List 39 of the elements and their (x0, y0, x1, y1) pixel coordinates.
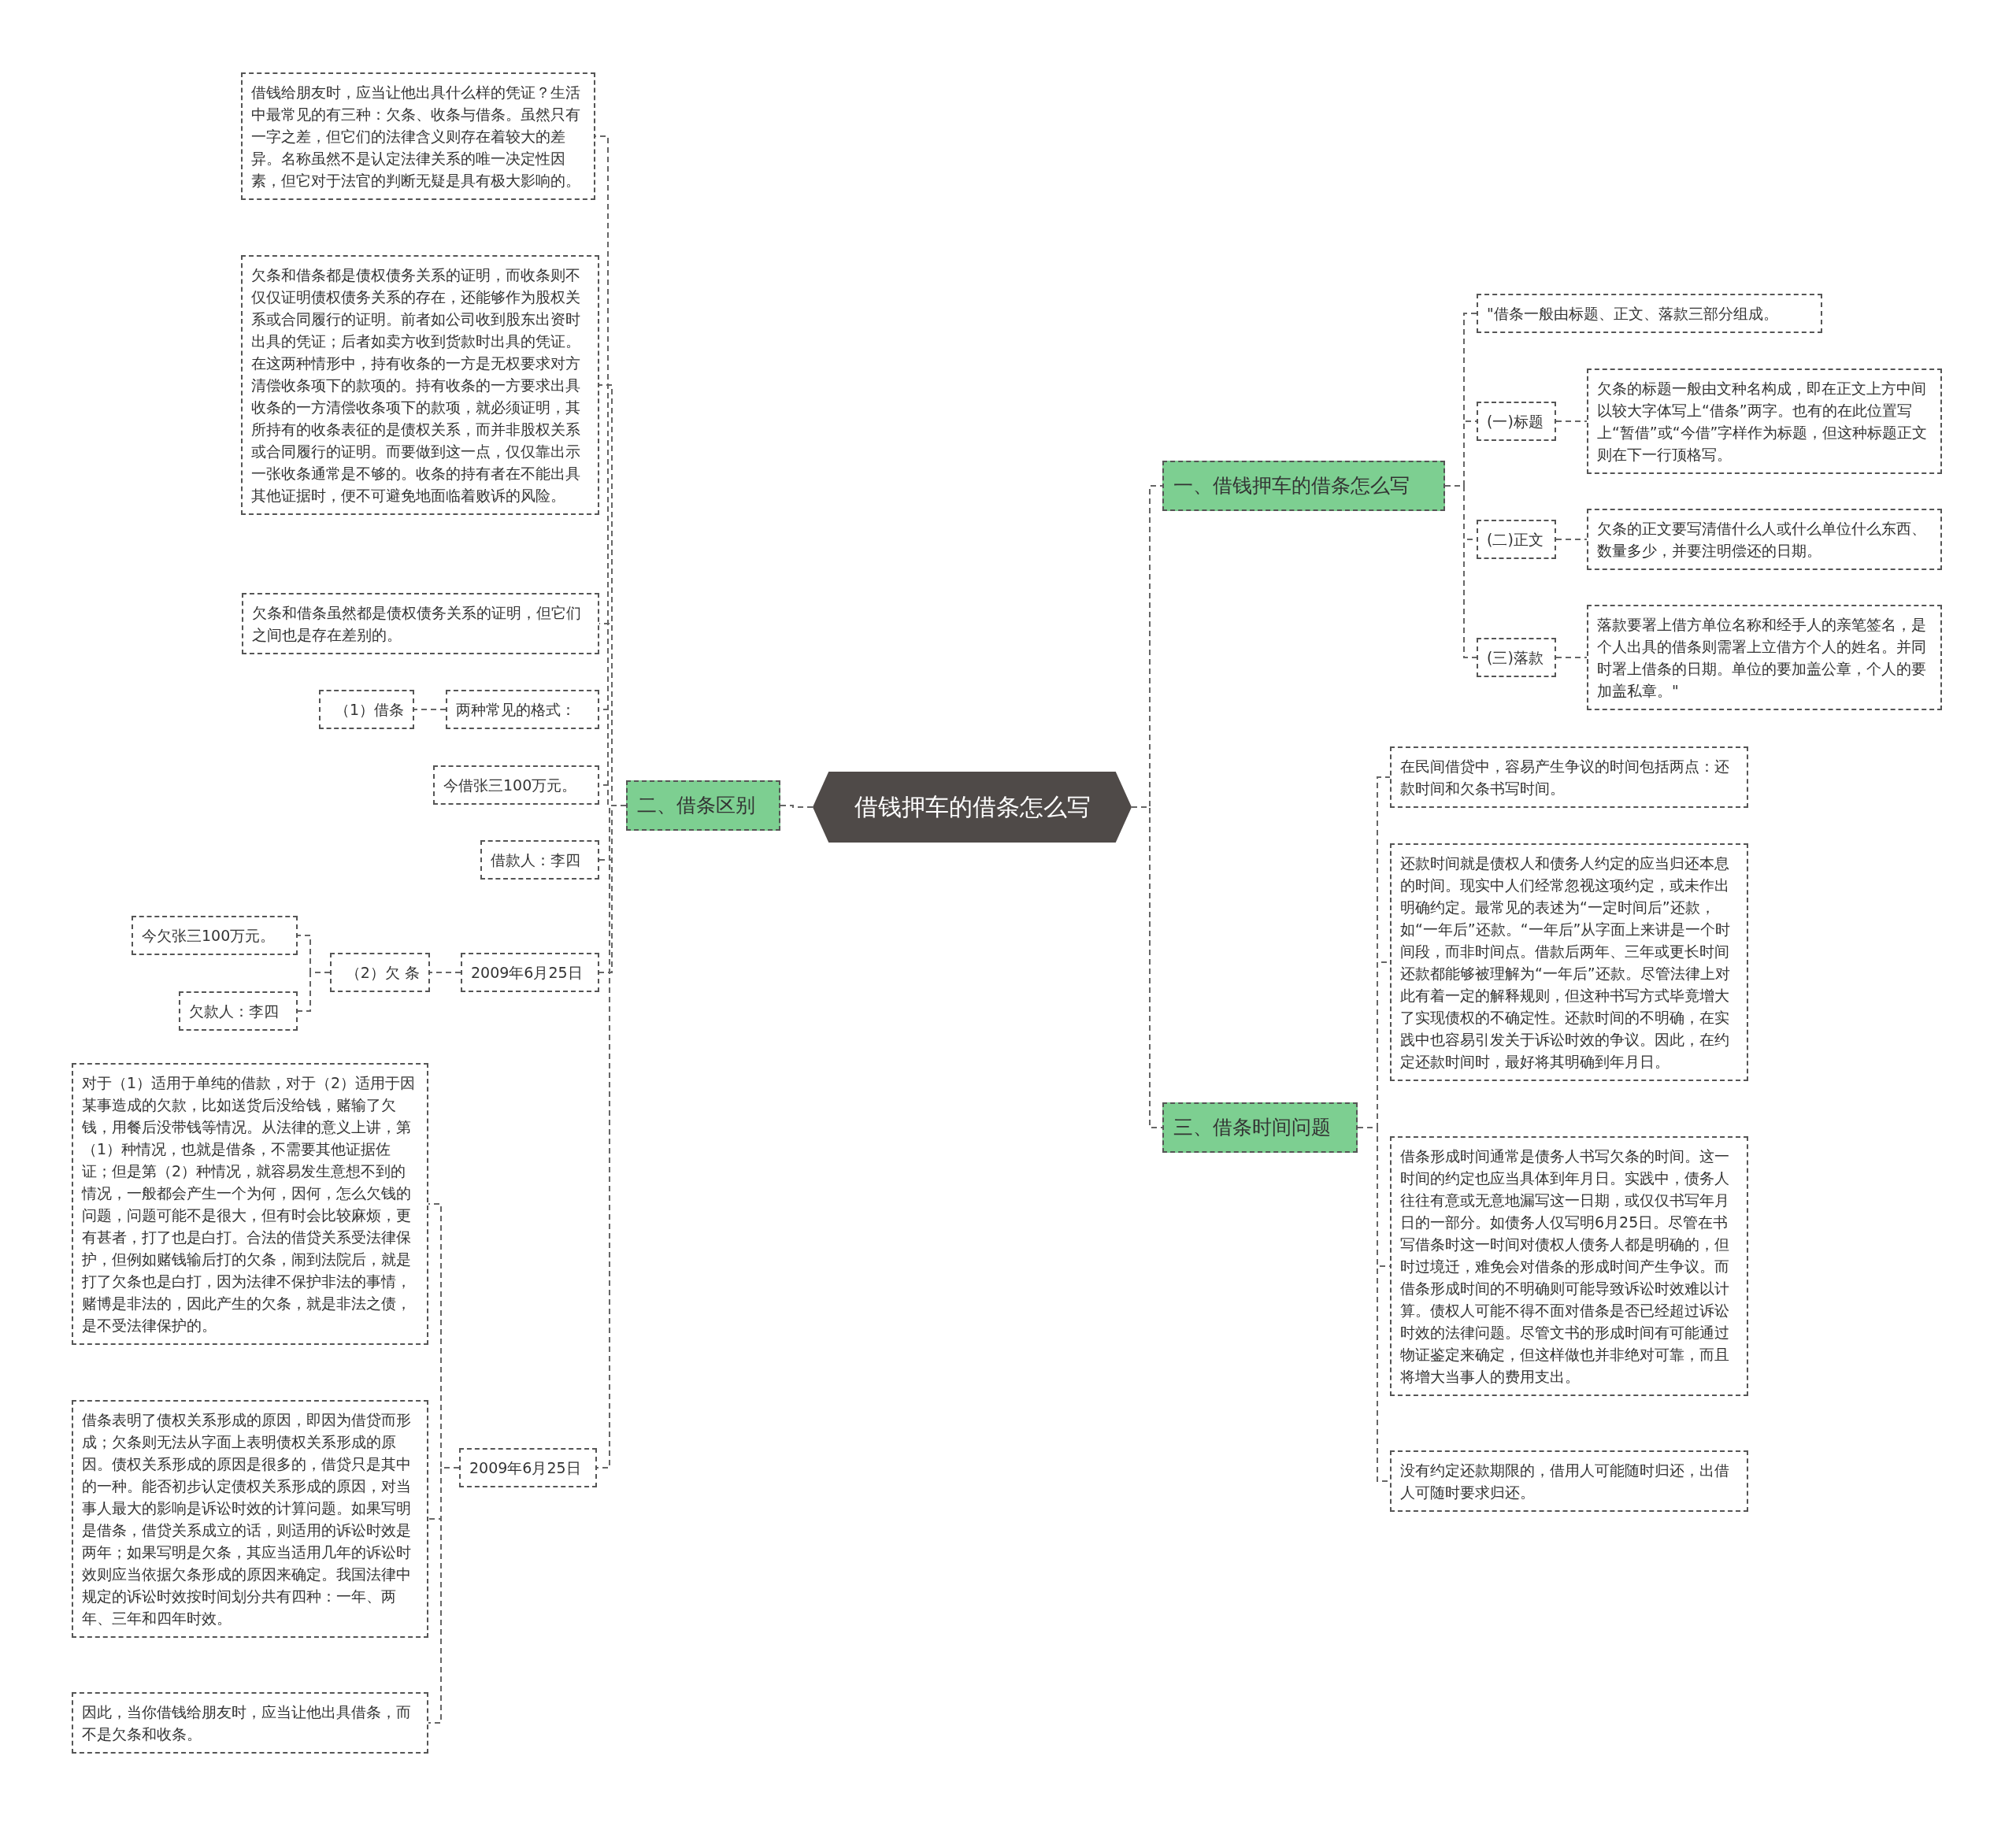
note-box: 欠款人：李四 (179, 991, 298, 1031)
note-box: 因此，当你借钱给朋友时，应当让他出具借条，而不是欠条和收条。 (72, 1692, 428, 1754)
note-box: (一)标题 (1477, 402, 1556, 441)
central-topic: 借钱押车的借条怎么写 (853, 792, 1091, 822)
note-box: "借条一般由标题、正文、落款三部分组成。 (1477, 294, 1822, 333)
connector (429, 972, 461, 973)
note-box: 借条表明了债权关系形成的原因，即因为借贷而形成；欠条则无法从字面上表明债权关系形成的原因。债权关系形成的原因是很多的，借贷只是其中的一种。能否初步认定债权关系形成的原因，对当事人最大的影响是诉讼时效的计算问题。如果写明是借条，借贷关系成立的话，则适用的诉讼时效是两年；如果写明是欠条，其应当适用几年的诉讼时效则应当依据欠条形成的原因来确定。我国法律中规定的诉讼时效按时间划分共有四种：一年、两年、三年和四年时效。 (72, 1400, 428, 1638)
connector (297, 972, 331, 1012)
note-box: 今欠张三100万元。 (132, 916, 298, 955)
note-box: 对于（1）适用于单纯的借款，对于（2）适用于因某事造成的欠款，比如送货后没给钱，赌输了欠钱，用餐后没带钱等情况。从法律的意义上讲，第（1）种情况，也就是借条，不需要其他证据佐证；但是第（2）种情况，就容易发生意想不到的情况，一般都会产生一个为何，因何，怎么欠钱的问题，问题可能不是很大，但有时会比较麻烦，更有甚者，打了也是白打。合法的借贷关系受法律保护，但例如赌钱输后打的欠条，闹到法院后，就是打了欠条也是白打，因为法律不保护非法的事情，赌博是非法的，因此产生的欠条，就是非法之债，是不受法律保护的。 (72, 1063, 428, 1345)
note-box: 借款人：李四 (480, 840, 599, 880)
note-box: （1）借条 (319, 690, 414, 729)
note-box: (二)正文 (1477, 520, 1556, 559)
note-box: 2009年6月25日 (459, 1448, 597, 1487)
note-box: （2）欠 条 (330, 953, 430, 992)
connector (1444, 485, 1477, 658)
note-box: 欠条和借条虽然都是债权债务关系的证明，但它们之间也是存在差别的。 (242, 593, 599, 654)
note-box: 2009年6月25日 (461, 953, 599, 992)
note-box: 欠条和借条都是债权债务关系的证明，而收条则不仅仅证明债权债务关系的存在，还能够作为股权关系或合同履行的证明。前者如公司收到股东出资时出具的凭证；后者如卖方收到货款时出具的凭证。在这两种情形中，持有收条的一方是无权要求对方清偿收条项下的款项的。持有收条的一方要求出具收条的一方清偿收条项下的款项，就必须证明，其所持有的收条表征的是债权关系，而并非股权关系或合同履行的证明。而要做到这一点，仅仅靠出示一张收条通常是不够的。收条的持有者在不能出具其他证据时，便不可避免地面临着败诉的风险。 (241, 255, 599, 515)
note-box: 没有约定还款期限的，借用人可能随时归还，出借人可随时要求归还。 (1390, 1450, 1748, 1512)
connector (1555, 539, 1588, 540)
note-box: 今借张三100万元。 (433, 765, 599, 805)
connector (428, 1467, 460, 1724)
note-box: 借条形成时间通常是债务人书写欠条的时间。这一时间的约定也应当具体到年月日。实践中，债务人往往有意或无意地漏写这一日期，或仅仅书写年月日的一部分。如债务人仅写明6月25日。尽管在书写借条时这一时间对债权人债务人都是明确的，但时过境迁，难免会对借条的形成时间产生争议。而借条形成时间的不明确则可能导致诉讼时效难以计算。债权人可能不得不面对借条是否已经超过诉讼时效的法律问题。尽管文书的形成时间有可能通过物证鉴定来确定，但这样做也并非绝对可靠，而且将增大当事人的费用支出。 (1390, 1136, 1748, 1396)
branch-topic: 三、借条时间问题 (1162, 1102, 1358, 1153)
note-box: 欠条的标题一般由文种名构成，即在正文上方中间以较大字体写上“借条”两字。也有的在此位置写上“暂借”或“今借”字样作为标题，但这种标题正文则在下一行顶格写。 (1587, 369, 1942, 474)
note-box: 还款时间就是债权人和债务人约定的应当归还本息的时间。现实中人们经常忽视这项约定，或未作出明确约定。最常见的表述为“一定时间后”还款，如“一年后”还款。“一年后”从字面上来讲是一个时间段，而非时间点。借款后两年、三年或更长时间还款都能够被理解为“一年后”还款。尽管法律上对此有着一定的解释规则，但这种书写方式毕竟增大了实现债权的不确定性。还款时间的不明确，在实践中也容易引发关于诉讼时效的争议。因此，在约定还款时间时，最好将其明确到年月日。 (1390, 843, 1748, 1081)
note-box: 欠条的正文要写清借什么人或什么单位什么东西、数量多少，并要注明偿还的日期。 (1587, 509, 1942, 570)
branch-topic: 一、借钱押车的借条怎么写 (1162, 461, 1445, 511)
connector (1555, 420, 1588, 422)
note-box: 借钱给朋友时，应当让他出具什么样的凭证？生活中最常见的有三种：欠条、收条与借条。虽然只有一字之差，但它们的法律含义则存在着较大的差异。名称虽然不是认定法律关系的唯一决定性因素，但它对于法官的判断无疑是具有极大影响的。 (241, 72, 595, 200)
branch-topic: 二、借条区别 (626, 780, 780, 831)
note-box: (三)落款 (1477, 638, 1556, 677)
connector (1555, 657, 1588, 658)
note-box: 在民间借贷中，容易产生争议的时间包括两点：还款时间和欠条书写时间。 (1390, 746, 1748, 808)
note-box: 落款要署上借方单位名称和经手人的亲笔签名，是个人出具的借条则需署上立借方个人的姓名。并同时署上借条的日期。单位的要加盖公章，个人的要加盖私章。" (1587, 605, 1942, 710)
connector (780, 805, 813, 808)
connector (413, 709, 447, 710)
note-box: 两种常见的格式： (446, 690, 599, 729)
